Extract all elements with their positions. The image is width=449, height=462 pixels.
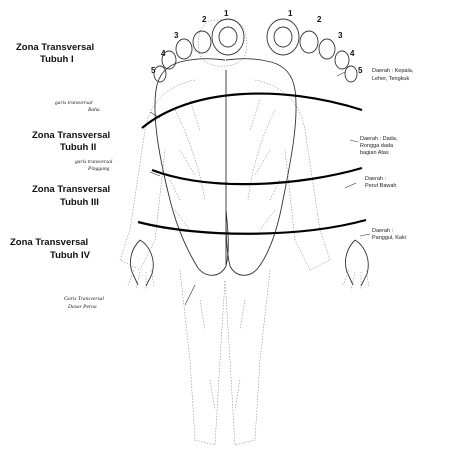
right-hand [343,240,369,290]
feet-outline [155,59,296,276]
toe-number: 1 [288,9,293,18]
line-label: garis transversal [55,100,93,106]
zone-sub: Tubuh I [40,54,74,65]
toe-number: 2 [202,15,207,24]
line-label: Bahu [88,107,100,113]
region-label: Leher, Tengkuk [372,76,409,82]
toe-number: 5 [358,66,363,75]
toe-numbers: 2 1 3 4 5 1 2 3 4 5 [151,9,363,75]
line-label: garis transversal [75,159,113,165]
region-perut: Daerah : Perut Bawah [365,176,397,189]
line-label: Dasar Perna [67,304,97,310]
transverse-lines [138,94,366,234]
zone-3-label: Zona Transversal Tubuh III [32,184,110,208]
zone-title: Zona Transversal [16,42,94,53]
zone-4-label: Zona Transversal Tubuh IV [10,237,91,261]
zone-title: Zona Transversal [32,184,110,195]
toe-number: 2 [317,15,322,24]
leaders [150,72,370,305]
toe-number: 3 [174,31,179,40]
toe-number: 5 [151,66,156,75]
toe-number: 4 [350,49,355,58]
region-label: Daerah : Dada, [360,136,398,142]
line-label: Pinggang [87,166,110,172]
toe-number: 3 [338,31,343,40]
zone-2-label: Zona Transversal Tubuh II [32,130,110,153]
toe-number: 4 [161,49,166,58]
line-label: Garis Transversal [64,296,104,302]
region-label: Rongga dada [360,143,394,149]
region-label: Daerah : [372,228,394,234]
region-label: Daerah : Kepala, [372,68,414,74]
zone-1-label: Zona Transversal Tubuh I [16,42,94,65]
zone-sub: Tubuh IV [50,250,91,261]
region-label: Panggul, Kaki [372,235,406,241]
region-label: Daerah : [365,176,387,182]
region-kepala: Daerah : Kepala, Leher, Tengkuk [372,68,414,82]
toe-number: 1 [224,9,229,18]
line-pinggang [152,168,362,184]
zone-title: Zona Transversal [10,237,88,248]
left-hand [128,240,154,290]
line-panggul [138,220,366,234]
region-tubuh-atas: Daerah : Dada, Rongga dada bagian Atas [360,136,398,156]
zone-sub: Tubuh II [60,142,96,153]
region-label: bagian Atas [360,150,389,156]
line-bahu [142,94,362,128]
region-label: Perut Bawah [365,183,397,189]
zone-sub: Tubuh III [60,197,99,208]
zone-title: Zona Transversal [32,130,110,141]
region-panggul: Daerah : Panggul, Kaki [372,228,406,241]
